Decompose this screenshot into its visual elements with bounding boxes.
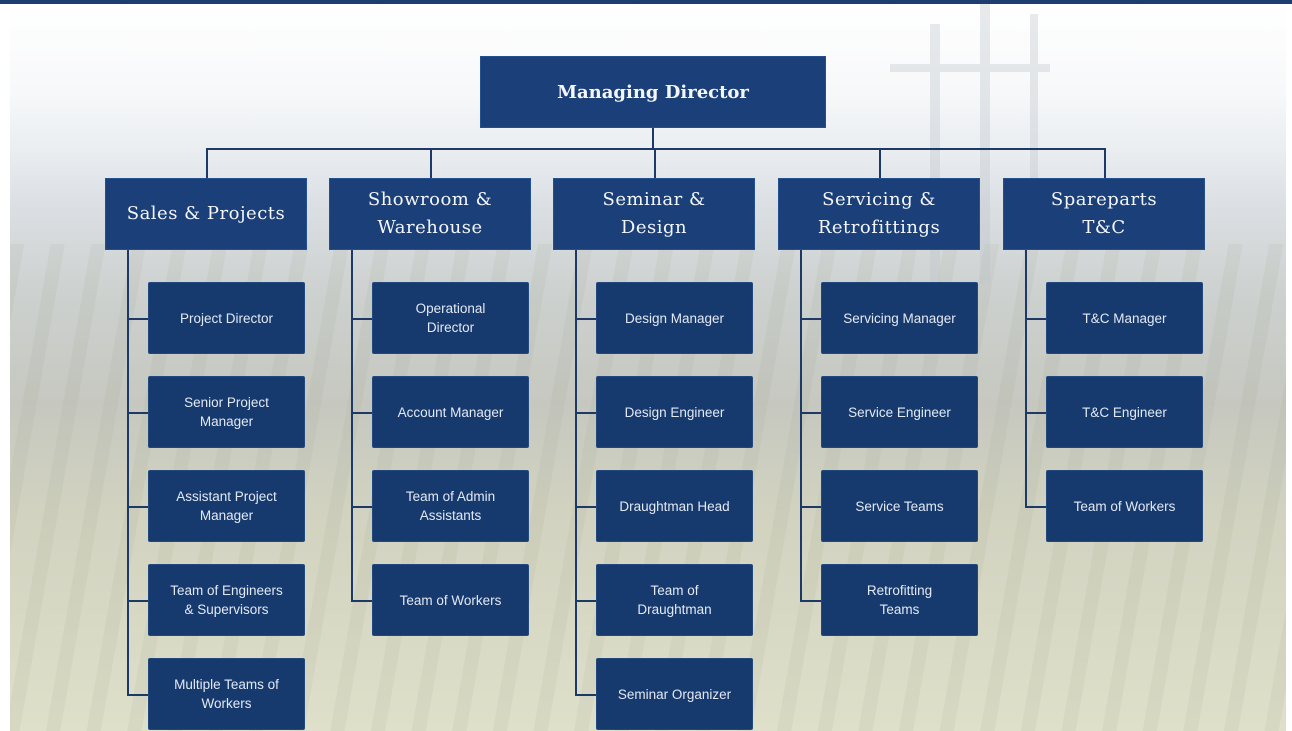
dept-sales-and-projects-box: Sales & Projects [105, 178, 307, 250]
role-account-manager-box: Account Manager [372, 376, 529, 448]
role-assistant-project-manager-box: Assistant Project Manager [148, 470, 305, 542]
connector-md-down [652, 128, 654, 150]
managing-director-box: Managing Director [480, 56, 826, 128]
connector-to-sales-and-projects [206, 148, 208, 178]
role-seminar-organizer-box: Seminar Organizer [596, 658, 753, 730]
role-team-of-workers-box: Team of Workers [1046, 470, 1203, 542]
branch-sales-and-projects-1 [127, 412, 148, 414]
branch-showroom-and-warehouse-2 [351, 506, 372, 508]
top-rule [0, 0, 1292, 4]
role-draughtman-head-box: Draughtman Head [596, 470, 753, 542]
branch-sales-and-projects-3 [127, 600, 148, 602]
branch-servicing-and-retrofittings-2 [800, 506, 821, 508]
branch-spareparts-tandc-1 [1025, 412, 1046, 414]
role-team-of-workers-box: Team of Workers [372, 564, 529, 636]
spine-servicing-and-retrofittings [800, 250, 802, 601]
role-multiple-teams-of-workers-box: Multiple Teams of Workers [148, 658, 305, 730]
role-service-teams-box: Service Teams [821, 470, 978, 542]
role-operational-director-box: Operational Director [372, 282, 529, 354]
branch-sales-and-projects-4 [127, 694, 148, 696]
role-tandc-engineer-box: T&C Engineer [1046, 376, 1203, 448]
branch-spareparts-tandc-2 [1025, 506, 1046, 508]
dept-servicing-and-retrofittings-box: Servicing & Retrofittings [778, 178, 980, 250]
role-design-manager-box: Design Manager [596, 282, 753, 354]
dept-seminar-and-design-box: Seminar & Design [553, 178, 755, 250]
role-team-of-draughtman-box: Team of Draughtman [596, 564, 753, 636]
role-team-of-admin-assistants-box: Team of Admin Assistants [372, 470, 529, 542]
branch-showroom-and-warehouse-1 [351, 412, 372, 414]
role-retrofitting-teams-box: Retrofitting Teams [821, 564, 978, 636]
role-tandc-manager-box: T&C Manager [1046, 282, 1203, 354]
role-service-engineer-box: Service Engineer [821, 376, 978, 448]
role-design-engineer-box: Design Engineer [596, 376, 753, 448]
connector-top-bar [206, 148, 1106, 150]
spine-sales-and-projects [127, 250, 129, 695]
role-senior-project-manager-box: Senior Project Manager [148, 376, 305, 448]
branch-seminar-and-design-4 [575, 694, 596, 696]
branch-servicing-and-retrofittings-0 [800, 318, 821, 320]
branch-sales-and-projects-2 [127, 506, 148, 508]
branch-servicing-and-retrofittings-1 [800, 412, 821, 414]
branch-servicing-and-retrofittings-3 [800, 600, 821, 602]
connector-to-showroom-and-warehouse [430, 148, 432, 178]
spine-showroom-and-warehouse [351, 250, 353, 601]
role-team-of-engineers-and-supervisors-box: Team of Engineers & Supervisors [148, 564, 305, 636]
pump-jack-silhouette [830, 4, 1150, 304]
branch-seminar-and-design-2 [575, 506, 596, 508]
connector-to-spareparts-tandc [1104, 148, 1106, 178]
branch-seminar-and-design-0 [575, 318, 596, 320]
dept-showroom-and-warehouse-box: Showroom & Warehouse [329, 178, 531, 250]
connector-to-servicing-and-retrofittings [879, 148, 881, 178]
branch-spareparts-tandc-0 [1025, 318, 1046, 320]
connector-to-seminar-and-design [654, 148, 656, 178]
role-project-director-box: Project Director [148, 282, 305, 354]
branch-showroom-and-warehouse-0 [351, 318, 372, 320]
branch-seminar-and-design-3 [575, 600, 596, 602]
dept-spareparts-tandc-box: Spareparts T&C [1003, 178, 1205, 250]
branch-seminar-and-design-1 [575, 412, 596, 414]
spine-spareparts-tandc [1025, 250, 1027, 507]
branch-sales-and-projects-0 [127, 318, 148, 320]
spine-seminar-and-design [575, 250, 577, 695]
role-servicing-manager-box: Servicing Manager [821, 282, 978, 354]
branch-showroom-and-warehouse-3 [351, 600, 372, 602]
